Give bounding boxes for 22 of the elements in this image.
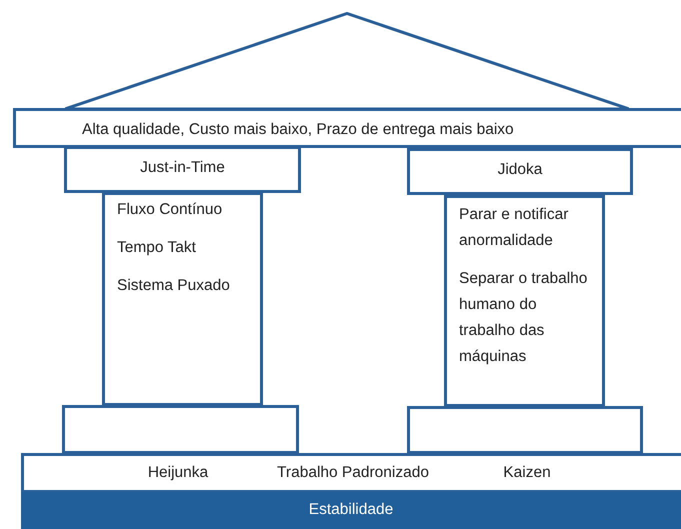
foundation-band bbox=[21, 492, 681, 529]
foundation-slab bbox=[21, 453, 681, 493]
label-text: Estabilidade bbox=[308, 501, 394, 519]
label-text: Sistema Puxado bbox=[117, 277, 230, 295]
label-text: Trabalho Padronizado bbox=[277, 464, 429, 482]
label-text: Kaizen bbox=[503, 464, 551, 482]
label-text: Tempo Takt bbox=[117, 239, 196, 257]
label-text: Fluxo Contínuo bbox=[117, 201, 222, 219]
label-text: Just-in-Time bbox=[139, 159, 226, 177]
pillar-base bbox=[62, 405, 299, 454]
pillar-column bbox=[444, 195, 605, 407]
pillar-capital bbox=[64, 146, 301, 193]
label-text: Parar e notificar anormalidade bbox=[459, 205, 570, 251]
roof-triangle bbox=[65, 12, 629, 109]
pillar-capital bbox=[407, 148, 633, 195]
label-text: Alta qualidade, Custo mais baixo, Prazo de entrega mais baixo bbox=[82, 121, 514, 139]
label-text: Jidoka bbox=[496, 161, 544, 179]
pillar-base bbox=[407, 406, 643, 454]
roof-beam bbox=[13, 108, 681, 148]
pillar-column bbox=[102, 192, 263, 406]
label-text: Separar o trabalho humano do trabalho das máquinas bbox=[459, 269, 588, 367]
label-text: Heijunka bbox=[148, 464, 208, 482]
